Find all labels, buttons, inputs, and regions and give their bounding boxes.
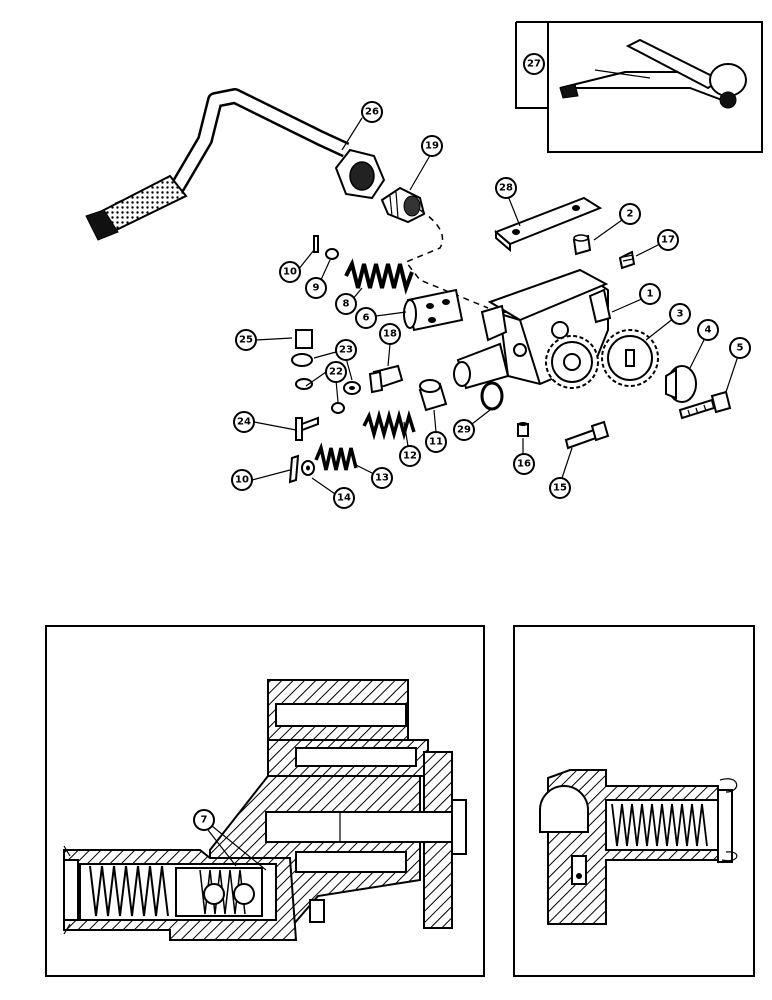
fitting-25 (291, 329, 313, 390)
svg-text:7: 7 (201, 815, 208, 826)
callout-19: 19 (409, 135, 443, 191)
sleeve-2 (572, 234, 592, 256)
svg-text:24: 24 (237, 417, 251, 428)
spring-12 (362, 409, 416, 441)
callout-24: 24 (233, 411, 297, 433)
callout-15: 15 (549, 447, 573, 499)
cover-4 (665, 365, 697, 403)
svg-text:22: 22 (329, 367, 343, 378)
callout-16: 16 (513, 438, 535, 475)
callout-17: 17 (635, 229, 679, 257)
pump-body-1 (453, 268, 612, 390)
callout-28: 28 (495, 177, 521, 227)
spring-13 (314, 442, 358, 471)
pin-24 (295, 416, 319, 441)
callout-4: 4 (689, 319, 719, 369)
set-screw-16 (517, 422, 529, 437)
fitting-19 (380, 186, 426, 224)
callout-3: 3 (645, 303, 691, 341)
svg-text:18: 18 (383, 329, 397, 340)
svg-text:29: 29 (457, 425, 471, 436)
svg-text:3: 3 (677, 309, 684, 320)
svg-text:4: 4 (705, 325, 712, 336)
callout-23: 23 (313, 339, 357, 381)
fitting-18 (368, 364, 404, 394)
callout-1: 1 (611, 283, 661, 313)
callout-27: 27 (523, 53, 545, 75)
svg-text:10: 10 (283, 267, 297, 278)
inset-frame-27 (515, 21, 763, 153)
svg-text:12: 12 (403, 451, 417, 462)
oil-path-dashed-line (404, 209, 489, 309)
plate-28 (494, 196, 603, 253)
svg-text:17: 17 (661, 235, 675, 246)
bolt-15 (564, 420, 610, 450)
svg-text:28: 28 (499, 183, 513, 194)
bolt-5 (678, 390, 732, 420)
svg-text:19: 19 (425, 141, 439, 152)
svg-text:27: 27 (527, 59, 541, 70)
pump-section-view (63, 679, 467, 941)
callout-25: 25 (235, 329, 293, 351)
svg-text:1: 1 (647, 289, 654, 300)
nut-23 (343, 381, 361, 395)
svg-text:25: 25 (239, 335, 253, 346)
callout-14: 14 (311, 477, 355, 509)
pin-10-top (313, 235, 319, 253)
svg-text:15: 15 (553, 483, 567, 494)
svg-text:5: 5 (737, 343, 744, 354)
callout-9: 9 (305, 259, 331, 299)
section-view-frame-right (513, 625, 755, 977)
callout-22: 22 (305, 361, 347, 403)
callout-8: 8 (335, 287, 363, 315)
callout-11: 11 (425, 409, 447, 453)
ring-29 (480, 381, 504, 411)
svg-text:2: 2 (627, 209, 634, 220)
callout-29: 29 (453, 409, 491, 441)
callout-5: 5 (725, 337, 751, 393)
svg-text:26: 26 (365, 107, 379, 118)
nut-22 (331, 402, 345, 414)
washer-14 (301, 460, 315, 476)
svg-text:16: 16 (517, 459, 531, 470)
svg-text:8: 8 (343, 299, 350, 310)
svg-text:23: 23 (339, 345, 353, 356)
pin-10-bottom (288, 454, 300, 484)
callout-6: 6 (355, 307, 407, 329)
section-view-frame-left (45, 625, 485, 977)
callout-26: 26 (341, 101, 383, 151)
svg-text:11: 11 (429, 437, 443, 448)
callout-7: 7 (193, 809, 215, 831)
callout-2: 2 (593, 203, 641, 241)
sleeve-11 (418, 379, 448, 412)
callout-18: 18 (379, 323, 401, 367)
spring-8 (344, 258, 414, 295)
svg-text:14: 14 (337, 493, 351, 504)
svg-text:10: 10 (235, 475, 249, 486)
svg-text:9: 9 (313, 283, 320, 294)
oil-tube-26 (85, 88, 386, 241)
callout-13: 13 (353, 463, 393, 489)
callout-10-top: 10 (279, 249, 315, 283)
valve-plunger-6 (403, 288, 464, 332)
relief-valve-section-view (539, 769, 738, 925)
svg-text:6: 6 (363, 313, 370, 324)
ball-9 (325, 248, 339, 260)
svg-text:13: 13 (375, 473, 389, 484)
gear-3 (601, 329, 659, 387)
plug-17 (618, 250, 636, 270)
callout-12: 12 (399, 421, 421, 467)
callout-10-bottom: 10 (231, 469, 291, 491)
gear-pump-body (545, 335, 599, 389)
bent-tube-inset-27 (559, 38, 748, 109)
